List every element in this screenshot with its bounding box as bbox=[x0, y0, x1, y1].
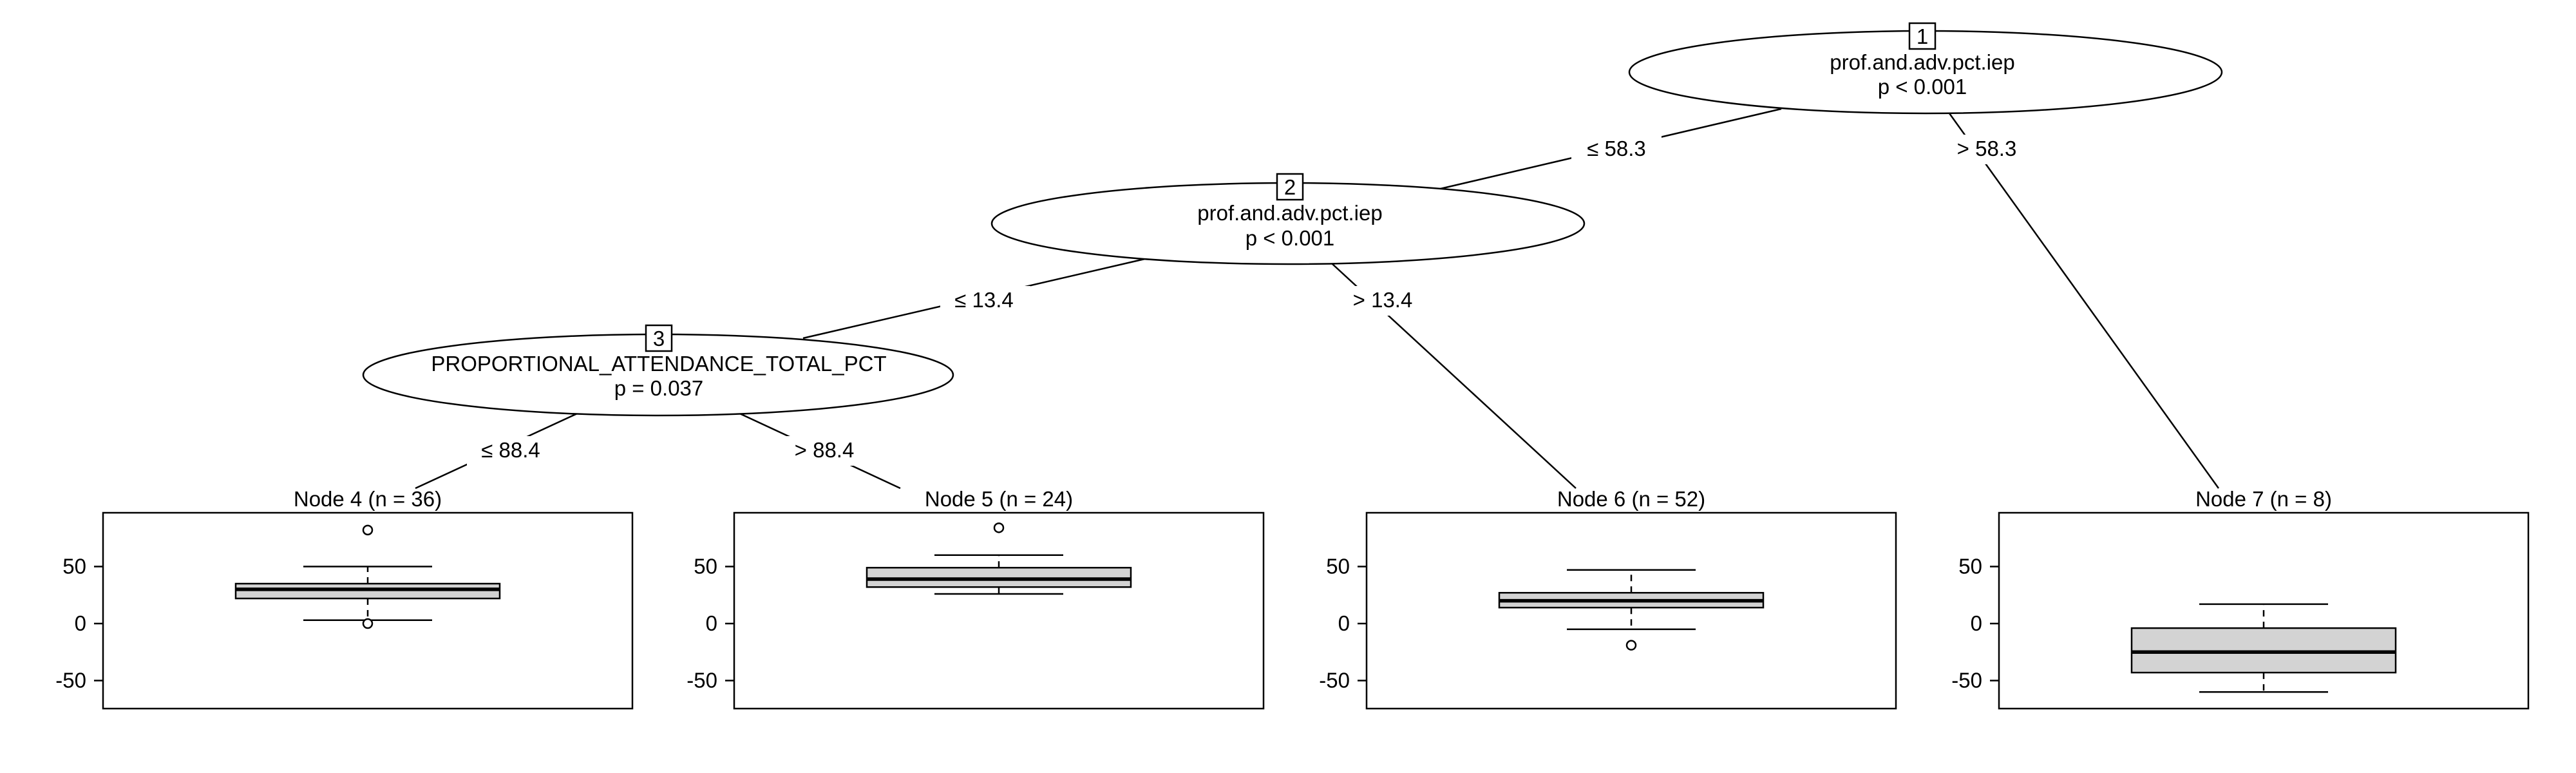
y-tick-label-6-0: 50 bbox=[1326, 555, 1350, 578]
node-2-variable: prof.and.adv.pct.iep bbox=[1197, 201, 1382, 225]
y-tick-label-6-2: -50 bbox=[1319, 669, 1350, 692]
y-tick-label-5-2: -50 bbox=[687, 669, 717, 692]
edge-label-3-4: ≤ 88.4 bbox=[481, 438, 540, 462]
terminal-node-4: Node 4 (n = 36) 50 0 -50 bbox=[55, 487, 634, 710]
node-3-id: 3 bbox=[653, 327, 665, 350]
terminal-node-5: Node 5 (n = 24) 50 0 -50 bbox=[687, 487, 1265, 710]
y-tick-label-7-0: 50 bbox=[1958, 555, 1982, 578]
terminal-node-5-panel bbox=[733, 511, 1265, 710]
y-tick-label-5-1: 0 bbox=[706, 611, 717, 635]
y-tick-label-4-1: 0 bbox=[75, 611, 86, 635]
edge-label-1-2: ≤ 58.3 bbox=[1587, 137, 1646, 160]
outlier-4-0 bbox=[362, 524, 374, 536]
node-1-variable: prof.and.adv.pct.iep bbox=[1830, 50, 2014, 74]
terminal-node-6: Node 6 (n = 52) 50 0 -50 bbox=[1319, 487, 1897, 710]
node-2-id: 2 bbox=[1284, 175, 1296, 199]
node-3-variable: PROPORTIONAL_ATTENDANCE_TOTAL_PCT bbox=[431, 352, 886, 376]
node-3-id-box bbox=[645, 324, 673, 352]
terminal-node-7-title: Node 7 (n = 8) bbox=[2195, 487, 2332, 511]
node-1-id: 1 bbox=[1917, 24, 1928, 48]
terminal-node-6-title: Node 6 (n = 52) bbox=[1557, 487, 1705, 511]
terminal-node-4-title: Node 4 (n = 36) bbox=[294, 487, 442, 511]
edge-label-3-5: > 88.4 bbox=[795, 438, 855, 462]
outlier-5-0 bbox=[993, 522, 1005, 533]
edge-labels: ≤ 58.3 > 58.3 ≤ 13.4 > 13.4 ≤ 88.4 > 88.… bbox=[467, 135, 2029, 466]
y-tick-label-4-0: 50 bbox=[62, 555, 86, 578]
terminal-nodes: Node 4 (n = 36) 50 0 -50 Node 5 (n = 24) 50 0 -… bbox=[55, 487, 2530, 710]
outlier-4-1 bbox=[362, 618, 374, 629]
node-2-p-value: p < 0.001 bbox=[1245, 226, 1335, 250]
edge-label-2-6: > 13.4 bbox=[1353, 288, 1413, 312]
y-tick-label-7-2: -50 bbox=[1951, 669, 1982, 692]
inner-node-1: 1 prof.and.adv.pct.iep p < 0.001 bbox=[1628, 22, 2223, 115]
y-tick-label-7-1: 0 bbox=[1971, 611, 1982, 635]
tree-edges bbox=[415, 108, 2220, 490]
node-1-id-box bbox=[1908, 22, 1937, 50]
node-1-p-value: p < 0.001 bbox=[1878, 75, 1967, 99]
edge-1-7 bbox=[1948, 113, 2220, 489]
y-tick-label-5-0: 50 bbox=[694, 555, 717, 578]
terminal-node-7: Node 7 (n = 8) 50 0 -50 bbox=[1951, 487, 2530, 710]
inner-node-3: 3 PROPORTIONAL_ATTENDANCE_TOTAL_PCT p = … bbox=[362, 324, 954, 417]
node-3-p-value: p = 0.037 bbox=[614, 376, 704, 400]
y-tick-label-4-2: -50 bbox=[55, 669, 86, 692]
edge-label-1-7: > 58.3 bbox=[1957, 137, 2017, 160]
inner-node-2: 2 prof.and.adv.pct.iep p < 0.001 bbox=[990, 173, 1586, 265]
node-2-id-box bbox=[1276, 173, 1304, 201]
y-tick-label-6-1: 0 bbox=[1338, 611, 1350, 635]
terminal-node-5-title: Node 5 (n = 24) bbox=[925, 487, 1073, 511]
edge-label-2-3: ≤ 13.4 bbox=[954, 288, 1014, 312]
outlier-6-0 bbox=[1625, 640, 1637, 651]
